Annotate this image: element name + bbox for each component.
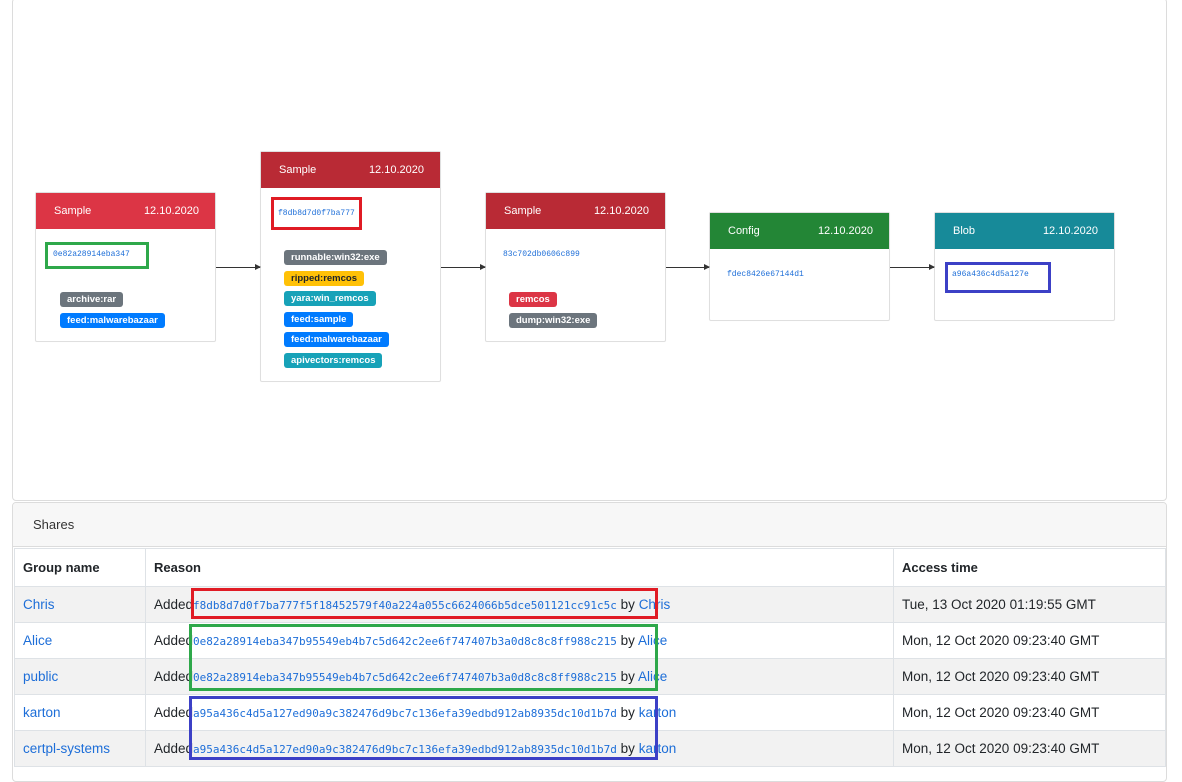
graph-edge (216, 264, 261, 270)
reason-cell: Added0e82a28914eba347b95549eb4b7c5d642c2… (145, 622, 894, 659)
node-header: Blob 12.10.2020 (935, 213, 1114, 249)
reason-cell: Addedf8db8d7d0f7ba777f5f18452579f40a224a… (145, 586, 894, 623)
user-link[interactable]: karton (638, 705, 677, 720)
group-cell: Alice (14, 622, 146, 659)
arrow-head-icon (929, 264, 935, 270)
reason-added-text: Added (154, 705, 194, 720)
tag-ripped-remcos[interactable]: ripped:remcos (284, 271, 364, 286)
table-row: public Added0e82a28914eba347b95549eb4b7c… (14, 658, 1166, 695)
graph-node-sample-2[interactable]: Sample 12.10.2020 f8db8d7d0f7ba777 runna… (260, 151, 441, 382)
access-time-cell: Mon, 12 Oct 2020 09:23:40 GMT (893, 622, 1166, 659)
group-cell: Chris (14, 586, 146, 623)
tag-runnable-win32-exe[interactable]: runnable:win32:exe (284, 250, 387, 265)
object-hash-link[interactable]: 0e82a28914eba347b95549eb4b7c5d642c2ee6f7… (193, 635, 617, 648)
table-row: certpl-systems Addeda95a436c4d5a127ed90a… (14, 730, 1166, 767)
arrow-head-icon (480, 264, 486, 270)
reason-added-text: Added (154, 741, 194, 756)
tag-apivectors-remcos[interactable]: apivectors:remcos (284, 353, 383, 368)
user-link[interactable]: Alice (637, 669, 668, 684)
arrow-head-icon (704, 264, 710, 270)
node-date: 12.10.2020 (1042, 225, 1098, 237)
column-header-group-name: Group name (14, 548, 146, 587)
reason-added-text: Added (154, 633, 194, 648)
reason-added-text: Added (154, 597, 194, 612)
access-time-cell: Mon, 12 Oct 2020 09:23:40 GMT (893, 730, 1166, 767)
group-link[interactable]: Alice (23, 633, 53, 648)
reason-by-text: by (620, 669, 635, 684)
reason-added-text: Added (154, 669, 194, 684)
group-cell: certpl-systems (14, 730, 146, 767)
user-link[interactable]: Alice (637, 633, 668, 648)
object-hash-link[interactable]: a95a436c4d5a127ed90a9c382476d9bc7c136efa… (193, 707, 617, 720)
table-row: Chris Addedf8db8d7d0f7ba777f5f18452579f4… (14, 586, 1166, 623)
table-row: karton Addeda95a436c4d5a127ed90a9c382476… (14, 694, 1166, 731)
group-link[interactable]: karton (23, 705, 61, 720)
group-cell: public (14, 658, 146, 695)
graph-node-sample-3[interactable]: Sample 12.10.2020 83c702db0606c899 remco… (485, 192, 666, 342)
reason-by-text: by (620, 597, 635, 612)
graph-node-sample-1[interactable]: Sample 12.10.2020 0e82a28914eba347 archi… (35, 192, 216, 342)
node-header: Sample 12.10.2020 (36, 193, 215, 229)
node-date: 12.10.2020 (593, 205, 649, 217)
reason-cell: Addeda95a436c4d5a127ed90a9c382476d9bc7c1… (145, 694, 894, 731)
shares-table: Group name Reason Access time Chris Adde… (14, 548, 1166, 767)
reason-cell: Added0e82a28914eba347b95549eb4b7c5d642c2… (145, 658, 894, 695)
tag-feed-malwarebazaar[interactable]: feed:malwarebazaar (284, 332, 389, 347)
relations-graph-panel: Sample 12.10.2020 0e82a28914eba347 archi… (12, 0, 1167, 501)
reason-cell: Addeda95a436c4d5a127ed90a9c382476d9bc7c1… (145, 730, 894, 767)
access-time-cell: Mon, 12 Oct 2020 09:23:40 GMT (893, 694, 1166, 731)
group-link[interactable]: Chris (23, 597, 55, 612)
tag-remcos[interactable]: remcos (509, 292, 557, 307)
group-link[interactable]: public (23, 669, 59, 684)
node-header: Config 12.10.2020 (710, 213, 889, 249)
access-time-cell: Mon, 12 Oct 2020 09:23:40 GMT (893, 658, 1166, 695)
table-row: Alice Added0e82a28914eba347b95549eb4b7c5… (14, 622, 1166, 659)
tag-archive-rar[interactable]: archive:rar (60, 292, 124, 307)
user-link[interactable]: Chris (638, 597, 671, 612)
graph-edge (666, 264, 710, 270)
node-header: Sample 12.10.2020 (486, 193, 665, 229)
graph-node-config[interactable]: Config 12.10.2020 fdec8426e67144d1 (709, 212, 890, 321)
tag-yara-win-remcos[interactable]: yara:win_remcos (284, 291, 376, 306)
user-link[interactable]: karton (638, 741, 677, 756)
node-date: 12.10.2020 (368, 164, 424, 176)
tag-dump-win32-exe[interactable]: dump:win32:exe (509, 313, 598, 328)
node-type: Sample (504, 205, 542, 217)
node-hash-link[interactable]: fdec8426e67144d1 (727, 270, 804, 279)
node-hash-link[interactable]: 83c702db0606c899 (503, 250, 580, 259)
group-link[interactable]: certpl-systems (23, 741, 111, 756)
node-hash-link[interactable]: a96a436c4d5a127e (952, 270, 1029, 279)
reason-by-text: by (620, 741, 635, 756)
object-hash-link[interactable]: a95a436c4d5a127ed90a9c382476d9bc7c136efa… (193, 743, 617, 756)
node-hash-link[interactable]: f8db8d7d0f7ba777 (278, 209, 355, 218)
tag-feed-malwarebazaar[interactable]: feed:malwarebazaar (60, 313, 165, 328)
object-hash-link[interactable]: 0e82a28914eba347b95549eb4b7c5d642c2ee6f7… (193, 671, 617, 684)
node-hash-link[interactable]: 0e82a28914eba347 (53, 250, 130, 259)
access-time-cell: Tue, 13 Oct 2020 01:19:55 GMT (893, 586, 1166, 623)
node-date: 12.10.2020 (143, 205, 199, 217)
table-header-row: Group name Reason Access time (14, 548, 1166, 587)
node-date: 12.10.2020 (817, 225, 873, 237)
graph-edge (890, 264, 935, 270)
object-hash-link[interactable]: f8db8d7d0f7ba777f5f18452579f40a224a055c6… (193, 599, 617, 612)
node-type: Config (728, 225, 760, 237)
reason-by-text: by (620, 705, 635, 720)
node-type: Sample (54, 205, 92, 217)
column-header-reason: Reason (145, 548, 894, 587)
node-type: Sample (279, 164, 317, 176)
node-header: Sample 12.10.2020 (261, 152, 440, 188)
column-header-access-time: Access time (893, 548, 1166, 587)
tag-feed-sample[interactable]: feed:sample (284, 312, 354, 327)
shares-panel: Shares Group name Reason Access time Chr… (12, 502, 1167, 782)
graph-edge (441, 264, 486, 270)
node-type: Blob (953, 225, 976, 237)
shares-title: Shares (13, 503, 1166, 547)
reason-by-text: by (620, 633, 635, 648)
group-cell: karton (14, 694, 146, 731)
arrow-head-icon (255, 264, 261, 270)
graph-node-blob[interactable]: Blob 12.10.2020 a96a436c4d5a127e (934, 212, 1115, 321)
